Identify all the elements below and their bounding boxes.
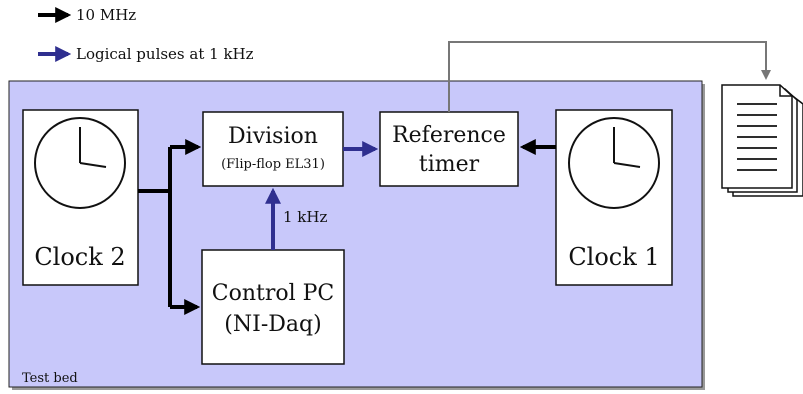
control-pc-line2: (NI-Daq) [224, 312, 321, 337]
legend-blue-label: Logical pulses at 1 kHz [76, 45, 254, 63]
reference-timer-line1: Reference [392, 123, 506, 148]
clock2-distribution-arrows [138, 139, 202, 315]
division-subtitle: (Flip-flop EL31) [221, 157, 325, 172]
clock2-box: Clock 2 [22, 109, 139, 286]
clock-icon [34, 117, 126, 209]
document-stack-icon [721, 84, 803, 197]
clock1-label: Clock 1 [568, 243, 659, 271]
reference-timer-line2: timer [419, 152, 480, 177]
arrow-1khz-label: 1 kHz [283, 208, 327, 226]
testbed-label: Test bed [22, 371, 78, 386]
legend-black-label: 10 MHz [76, 6, 136, 24]
control-pc-line1: Control PC [212, 281, 335, 306]
reference-timer-box: Reference timer [379, 111, 519, 187]
division-title: Division [228, 124, 318, 149]
clock1-box: Clock 1 [555, 109, 673, 286]
clock-icon [568, 117, 660, 209]
division-box: Division (Flip-flop EL31) [202, 111, 344, 187]
arrow-reference-timer-to-output [448, 41, 771, 112]
legend: 10 MHz Logical pulses at 1 kHz [38, 6, 254, 63]
clock2-label: Clock 2 [34, 243, 125, 271]
control-pc-box: Control PC (NI-Daq) [201, 249, 345, 365]
